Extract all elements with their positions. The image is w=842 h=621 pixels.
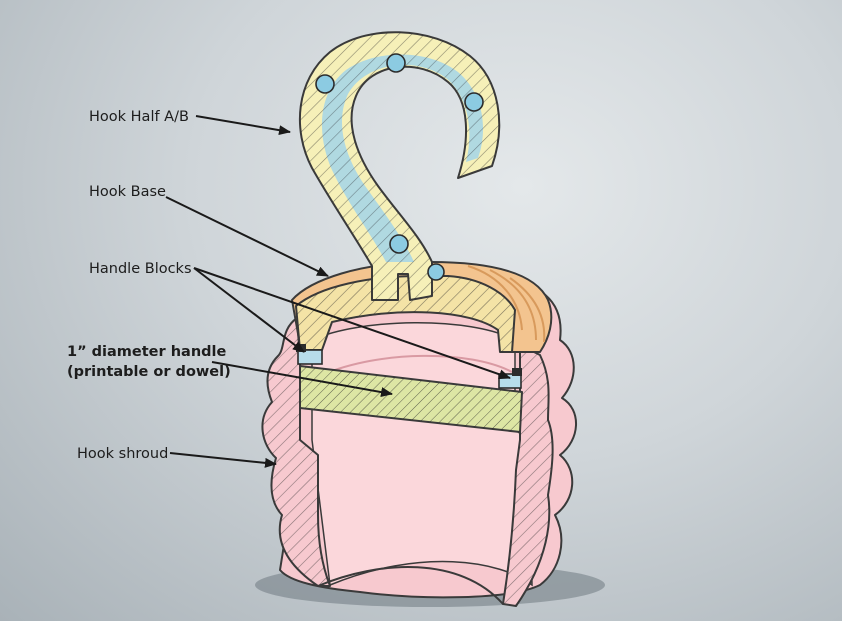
label-hook-base: Hook Base [89, 184, 166, 200]
label-handle-line2: (printable or dowel) [67, 364, 231, 380]
shroud-inner-cavity [311, 322, 533, 587]
leader-handle-block-right [193, 267, 511, 380]
leader-hook-base [165, 196, 329, 277]
shroud-bottom-rim [317, 566, 504, 605]
label-handle-blocks: Handle Blocks [89, 261, 192, 277]
label-hook-shroud: Hook shroud [77, 446, 168, 462]
hook-pin [389, 234, 409, 254]
hook-half [298, 31, 501, 301]
leader-handle [211, 361, 393, 397]
handle-bar [299, 365, 523, 433]
hook-pin [427, 263, 445, 281]
label-handle-line1: 1” diameter handle [67, 344, 226, 360]
hook-pin [386, 53, 406, 73]
leader-hook-half [195, 115, 291, 136]
leader-hook-shroud [169, 452, 277, 468]
hook-pin [464, 92, 484, 112]
label-hook-half: Hook Half A/B [89, 109, 189, 125]
leader-lines [165, 115, 511, 468]
shroud-inner-ring [321, 354, 513, 376]
hook-pin [315, 74, 335, 94]
hook-base [291, 261, 553, 353]
leader-handle-block-left [193, 267, 305, 353]
